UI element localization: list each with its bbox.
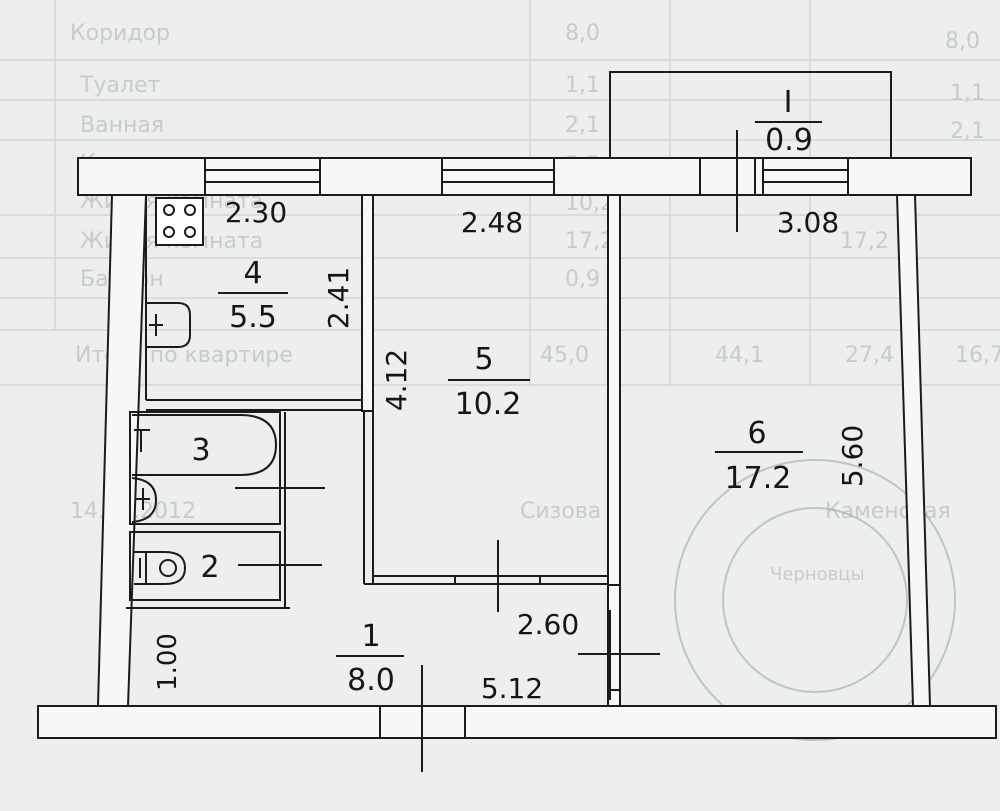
bg-row-value: 0,9: [565, 267, 600, 292]
balcony-door: [699, 157, 756, 196]
bathtub-icon: [132, 414, 278, 476]
bg-row-value: 2,1: [565, 113, 600, 138]
bg-signature: Сизова: [520, 499, 601, 524]
bottom-wall: [37, 705, 997, 739]
dim-room6-depth: 5.60: [836, 425, 869, 487]
washbasin-icon: [131, 477, 158, 523]
room-1-number: 1: [361, 619, 380, 654]
room-2-number: 2: [200, 550, 219, 585]
dimension-labels: 2.30 2.48 3.08 2.60 5.12 2.41 4.12 5.60 …: [153, 196, 869, 705]
bg-total-value: 27,4: [845, 343, 894, 368]
kitchen-sink-icon: [146, 302, 191, 348]
stamp-inner: [722, 507, 908, 693]
stove-icon: [155, 197, 204, 246]
room-4-number: 4: [243, 256, 262, 291]
dim-entry-depth: 1.00: [153, 633, 183, 691]
window-room5: [441, 157, 555, 196]
bg-total-value: 16,7: [955, 343, 1000, 368]
bg-row-value: 8,0: [945, 29, 980, 54]
dim-room5-width: 2.48: [461, 206, 523, 239]
window-kitchen: [204, 157, 321, 196]
bg-row-name: Коридор: [70, 21, 170, 46]
dim-room5-depth: 4.12: [380, 349, 413, 411]
room-6-number: 6: [747, 416, 766, 451]
partition-room5-room6: [607, 194, 621, 707]
background-table: Коридор 8,0 8,0 Туалет 1,1 1,1 Ванная 2,…: [0, 0, 1000, 741]
door-markers: [235, 130, 738, 772]
balcony-number: I: [784, 85, 793, 120]
room-5-number: 5: [474, 342, 493, 377]
balcony-area: 0.9: [765, 123, 813, 158]
room-1-area: 8.0: [347, 663, 395, 698]
partition-kitchen-room5: [361, 194, 374, 412]
dim-corridor-length: 5.12: [481, 672, 543, 705]
windows: [204, 157, 849, 739]
bg-signature: Каменская: [825, 499, 951, 524]
window-room6: [762, 157, 849, 196]
bg-row-value: 2,1: [950, 119, 985, 144]
room-labels: 4 5.5 5 10.2 6 17.2 1 8.0 3 2 I 0.9: [191, 85, 822, 698]
room-5-area: 10.2: [455, 387, 522, 422]
bg-row-value: 1,1: [565, 73, 600, 98]
dim-kitchen-width: 2.30: [225, 196, 287, 229]
bg-row-value: 17,2: [565, 229, 614, 254]
bg-total-value: 45,0: [540, 343, 589, 368]
dim-corridor-width: 2.60: [517, 608, 579, 641]
stamp-text: Черновцы: [770, 564, 865, 585]
bg-row-value: 8,0: [565, 21, 600, 46]
bg-row-name: Туалет: [79, 73, 161, 98]
dim-kitchen-depth: 2.41: [322, 267, 355, 329]
room-3-number: 3: [191, 433, 210, 468]
right-wall: [895, 194, 932, 707]
left-wall: [96, 194, 148, 707]
room-4-area: 5.5: [229, 300, 277, 335]
bathroom-outline: [129, 411, 281, 525]
room-6-area: 17.2: [725, 461, 792, 496]
bg-row-name: Ванная: [80, 113, 164, 138]
bg-row-value: 17,2: [840, 229, 889, 254]
balcony-outline: [609, 71, 892, 159]
stamp-outer: [674, 459, 956, 741]
bg-total-value: 44,1: [715, 343, 764, 368]
toilet-icon: [134, 551, 187, 585]
bg-row-value: 1,1: [950, 81, 985, 106]
dim-room6-width: 3.08: [777, 206, 839, 239]
